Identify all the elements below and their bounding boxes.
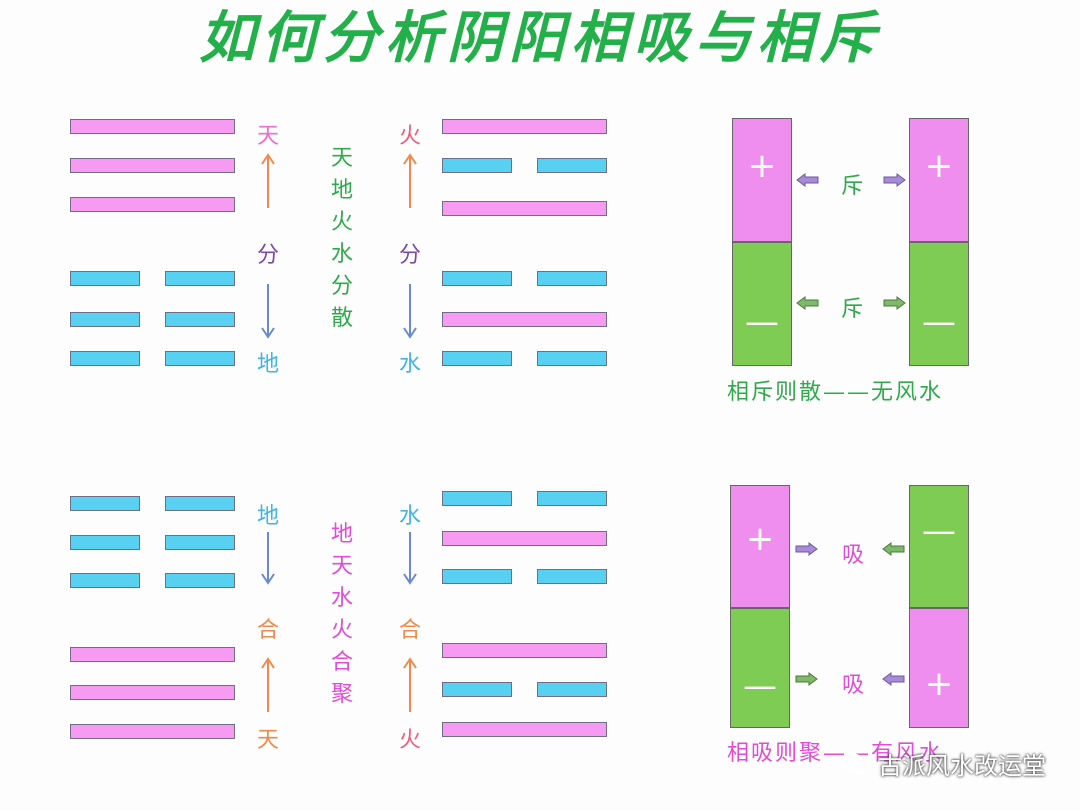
yin-line: [70, 496, 140, 511]
yang-line: [442, 312, 607, 327]
label-attract: 吸: [841, 673, 864, 698]
positive-pole: +: [732, 118, 792, 242]
negative-pole: —: [909, 242, 969, 366]
yang-line: [70, 197, 235, 212]
caption-repel: 相斥则散——无风水: [727, 380, 944, 405]
label-repel: 斥: [840, 297, 863, 322]
yin-line: [165, 535, 235, 550]
arrow-left-icon: [882, 542, 905, 556]
label-heaven: 天: [256, 124, 279, 149]
arrow-down-icon: [261, 532, 275, 585]
yang-line: [442, 643, 607, 658]
arrow-left-icon: [796, 173, 819, 187]
yang-line: [70, 158, 235, 173]
yin-line: [537, 682, 607, 697]
label-combine: 合: [256, 618, 279, 643]
yin-line: [442, 271, 512, 286]
arrow-up-icon: [261, 153, 275, 208]
arrow-down-icon: [261, 284, 275, 339]
yin-line: [537, 569, 607, 584]
yin-line: [442, 351, 512, 366]
label-fire: 火: [398, 728, 421, 753]
arrow-up-icon: [403, 657, 417, 712]
arrow-right-icon: [883, 296, 906, 310]
arrow-up-icon: [261, 657, 275, 712]
yin-line: [537, 351, 607, 366]
yin-line: [165, 312, 235, 327]
arrow-up-icon: [403, 153, 417, 208]
vertical-text-gather: 地天水火合聚: [330, 522, 353, 707]
arrow-left-icon: [796, 296, 819, 310]
label-heaven: 天: [256, 728, 279, 753]
yang-line: [70, 119, 235, 134]
positive-pole: +: [909, 118, 969, 242]
plus-sign: +: [924, 664, 954, 704]
watermark-text: 古派风水改运堂: [878, 752, 1046, 780]
yin-line: [165, 271, 235, 286]
page-title: 如何分析阴阳相吸与相斥: [199, 5, 881, 71]
label-earth: 地: [256, 352, 279, 377]
yin-line: [70, 271, 140, 286]
arrow-right-icon: [883, 173, 906, 187]
yang-line: [442, 531, 607, 546]
caption-attract: 相吸则聚——有风水: [727, 741, 944, 766]
arrow-left-icon: [882, 672, 905, 686]
yin-line: [537, 158, 607, 173]
yang-line: [442, 201, 607, 216]
yin-line: [537, 491, 607, 506]
yang-line: [70, 647, 235, 662]
arrow-down-icon: [403, 532, 417, 585]
label-fire: 火: [398, 124, 421, 149]
yin-line: [442, 569, 512, 584]
yin-line: [165, 496, 235, 511]
minus-sign: —: [745, 302, 779, 342]
yin-line: [70, 312, 140, 327]
watermark: 古派风水改运堂: [840, 746, 1046, 781]
yin-line: [70, 351, 140, 366]
label-water: 水: [398, 504, 421, 529]
wechat-icon: [841, 752, 869, 774]
label-earth: 地: [256, 504, 279, 529]
label-split: 分: [398, 243, 421, 268]
plus-sign: +: [745, 519, 775, 559]
label-split: 分: [256, 243, 279, 268]
yang-line: [70, 724, 235, 739]
yin-line: [442, 491, 512, 506]
label-water: 水: [398, 352, 421, 377]
yin-line: [537, 271, 607, 286]
yin-line: [442, 158, 512, 173]
positive-pole: +: [909, 608, 969, 728]
vertical-text-scatter: 天地火水分散: [330, 146, 353, 331]
yin-line: [165, 573, 235, 588]
plus-sign: +: [747, 146, 777, 186]
label-repel: 斥: [840, 174, 863, 199]
yin-line: [165, 351, 235, 366]
yin-line: [442, 682, 512, 697]
arrow-right-icon: [795, 672, 818, 686]
yin-line: [70, 535, 140, 550]
positive-pole: +: [730, 485, 790, 608]
yin-line: [70, 573, 140, 588]
negative-pole: —: [909, 485, 969, 608]
yang-line: [442, 119, 607, 134]
yang-line: [442, 722, 607, 737]
arrow-down-icon: [403, 284, 417, 339]
minus-sign: —: [922, 511, 956, 551]
arrow-right-icon: [795, 542, 818, 556]
minus-sign: —: [922, 302, 956, 342]
label-combine: 合: [398, 618, 421, 643]
label-attract: 吸: [841, 543, 864, 568]
negative-pole: —: [730, 608, 790, 728]
negative-pole: —: [732, 242, 792, 366]
minus-sign: —: [743, 666, 777, 706]
plus-sign: +: [924, 146, 954, 186]
yang-line: [70, 685, 235, 700]
